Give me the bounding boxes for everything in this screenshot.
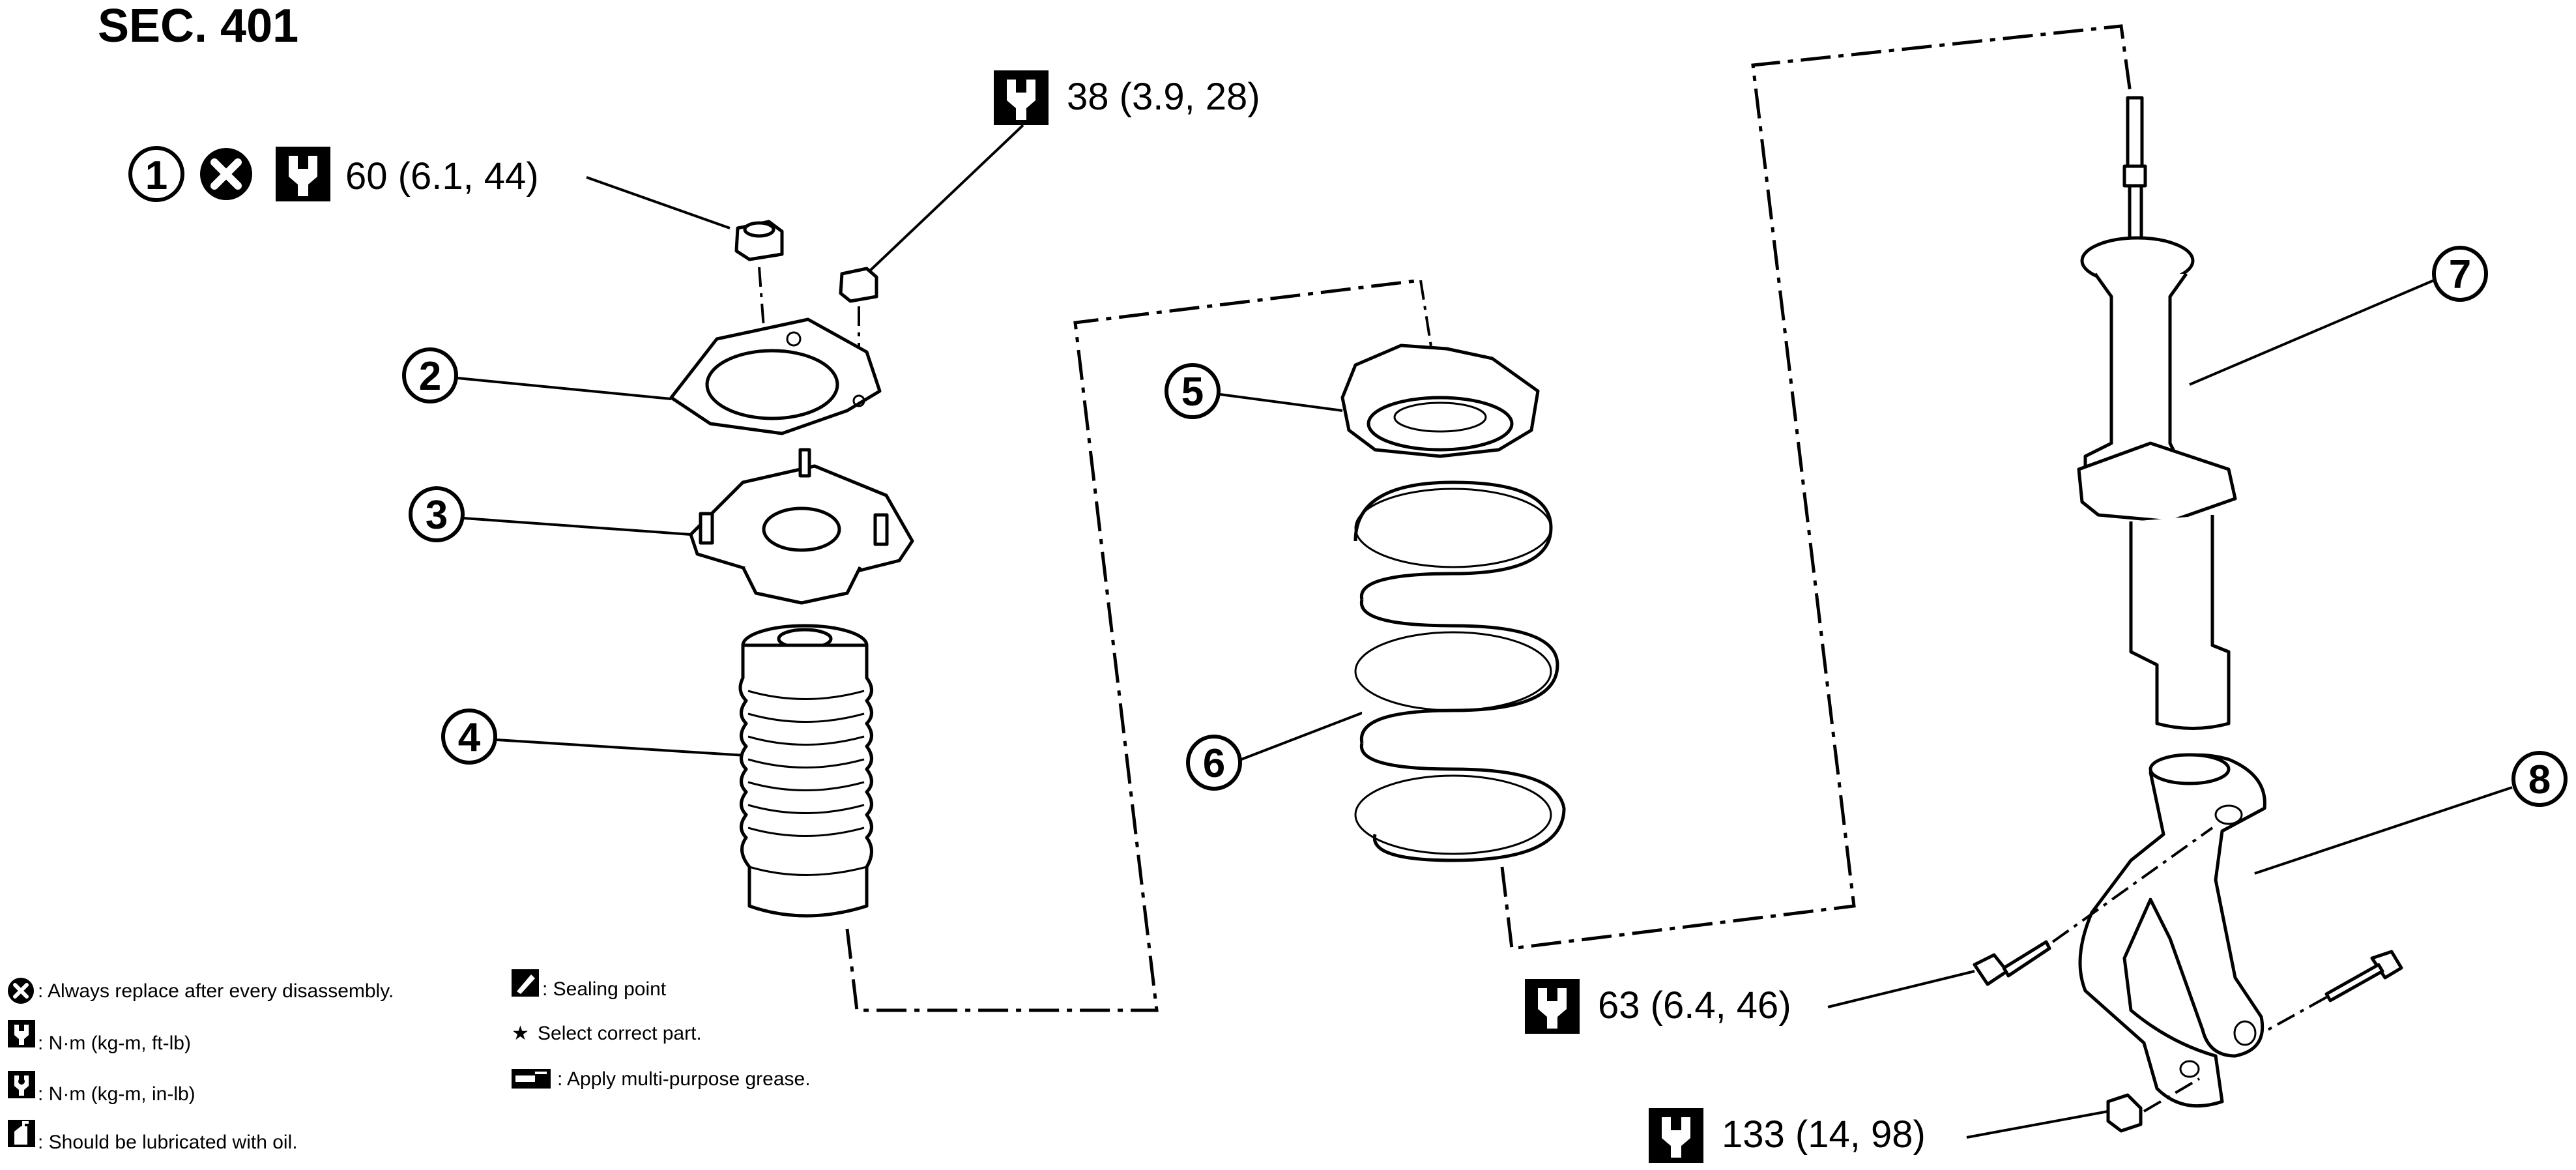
torque-3-text: 63 (6.4, 46) bbox=[1598, 984, 1791, 1027]
insulator-plate bbox=[669, 317, 882, 435]
spring-seat bbox=[1340, 344, 1540, 458]
oil-can-legend-icon bbox=[8, 1120, 35, 1147]
sealing-legend-icon bbox=[512, 969, 539, 997]
grease-legend-icon bbox=[512, 1069, 551, 1089]
torque-1-text: 60 (6.1, 44) bbox=[345, 155, 539, 197]
callout-3-number: 3 bbox=[426, 493, 448, 538]
torque-4-text: 133 (14, 98) bbox=[1722, 1113, 1926, 1156]
legend-grease-text: : Apply multi-purpose grease. bbox=[557, 1068, 811, 1090]
strut-mount bbox=[689, 448, 914, 605]
wrench-icon bbox=[1649, 1108, 1703, 1163]
section-title: SEC. 401 bbox=[98, 0, 298, 52]
coil-spring bbox=[1353, 480, 1566, 862]
wrench-small-legend-icon bbox=[8, 1071, 35, 1098]
legend-nm-ftlb-text: : N·m (kg-m, ft-lb) bbox=[38, 1032, 191, 1054]
legend-nm-inlb-text: : N·m (kg-m, in-lb) bbox=[38, 1083, 195, 1105]
callout-8-number: 8 bbox=[2528, 757, 2551, 802]
callout-6: 6 bbox=[1188, 737, 1240, 789]
upper-bolt bbox=[1973, 940, 2051, 986]
star-icon: ★ bbox=[512, 1023, 529, 1044]
lower-bolt bbox=[2324, 950, 2403, 1002]
torque-2-text: 38 (3.9, 28) bbox=[1067, 76, 1260, 118]
mount-nut bbox=[734, 220, 784, 261]
legend-select-text: Select correct part. bbox=[538, 1023, 702, 1044]
callout-8: 8 bbox=[2513, 753, 2566, 805]
replace-icon bbox=[200, 148, 252, 200]
callout-1: 1 bbox=[130, 148, 182, 200]
wrench-icon bbox=[994, 70, 1049, 125]
steering-knuckle bbox=[2078, 753, 2266, 1108]
callout-7-number: 7 bbox=[2449, 252, 2471, 297]
legend-oil-text: : Should be lubricated with oil. bbox=[38, 1132, 298, 1153]
callout-4-number: 4 bbox=[458, 715, 481, 760]
legend-replace-text: : Always replace after every disassembly… bbox=[38, 980, 394, 1002]
small-nut bbox=[839, 267, 878, 303]
callout-2-number: 2 bbox=[419, 354, 441, 399]
callout-6-number: 6 bbox=[1203, 741, 1225, 786]
dust-bellows bbox=[738, 624, 873, 918]
callout-5-number: 5 bbox=[1181, 370, 1204, 415]
wrench-legend-icon bbox=[8, 1020, 35, 1047]
legend-sealing-text: : Sealing point bbox=[542, 978, 667, 1000]
callout-2: 2 bbox=[404, 349, 456, 402]
lower-nut bbox=[2106, 1093, 2143, 1133]
shock-absorber-strut bbox=[2077, 96, 2237, 730]
callout-3: 3 bbox=[411, 488, 463, 540]
callout-4: 4 bbox=[443, 710, 495, 763]
legend: : Always replace after every disassembly… bbox=[8, 969, 811, 1153]
wrench-icon bbox=[1525, 979, 1580, 1034]
replace-legend-icon bbox=[8, 978, 34, 1004]
wrench-icon bbox=[276, 147, 330, 201]
callout-1-number: 1 bbox=[145, 153, 167, 198]
callout-7: 7 bbox=[2434, 248, 2486, 300]
callout-5: 5 bbox=[1166, 365, 1219, 417]
